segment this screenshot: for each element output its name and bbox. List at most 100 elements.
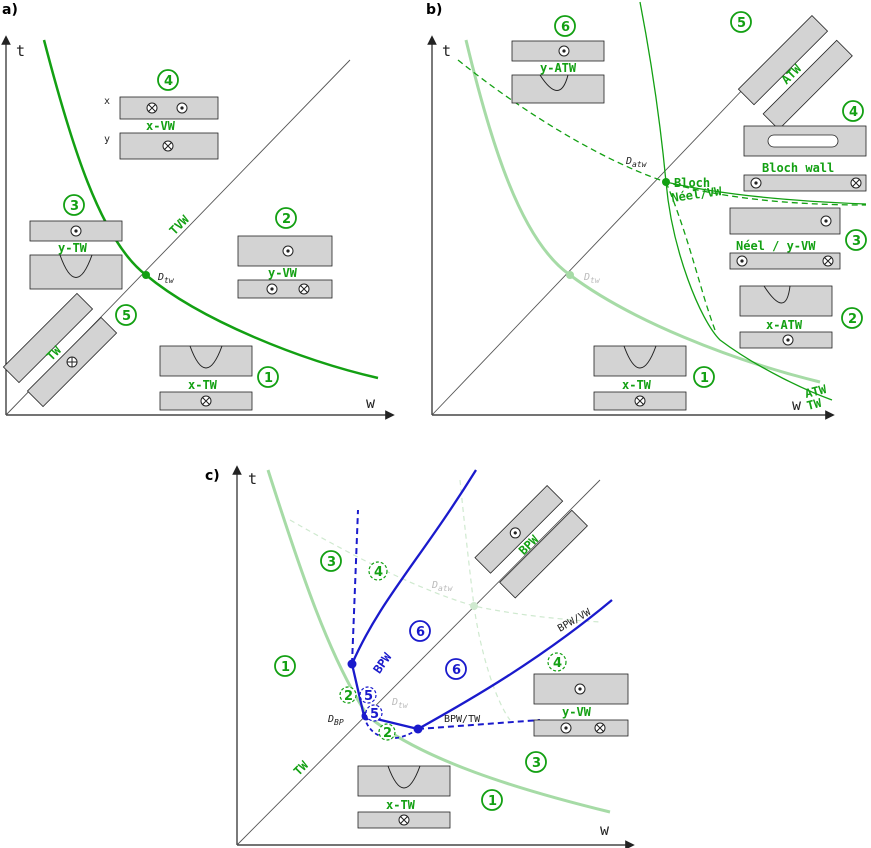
region-5-b: 5 ATW: [730, 11, 853, 131]
svg-text:5: 5: [122, 309, 131, 324]
svg-text:2: 2: [848, 312, 857, 327]
svg-text:3: 3: [327, 555, 336, 570]
tw-curve-label: TW: [805, 396, 823, 413]
svg-text:y-ATW: y-ATW: [540, 61, 577, 75]
panel-c: c) t w Datw Dtw DBP BPW/VW BPW/TW BPW TW…: [205, 465, 635, 848]
svg-text:x-VW: x-VW: [146, 119, 176, 133]
t-axis-label-b: t: [442, 42, 451, 60]
svg-text:Bloch wall: Bloch wall: [762, 161, 834, 175]
svg-text:6: 6: [561, 20, 570, 35]
dtw-label: Dtw: [157, 272, 175, 285]
region-6-c-lower: 6: [445, 658, 467, 680]
bpw-curve-label: BPW: [370, 650, 394, 676]
bloch-curve-label: Bloch: [674, 176, 710, 190]
t-axis-label: t: [16, 42, 25, 60]
t-axis-label-c: t: [248, 470, 257, 488]
atw-curve: [639, 1, 833, 401]
svg-text:3: 3: [532, 756, 541, 771]
svg-text:4: 4: [164, 74, 173, 89]
datw-point: [662, 178, 670, 186]
diagonal-line-c: [236, 479, 601, 846]
region-5-c-small-a: 5: [359, 686, 377, 704]
svg-text:4: 4: [553, 656, 562, 671]
region-2-c-small: 2: [339, 686, 357, 704]
svg-text:2: 2: [383, 726, 392, 741]
region-4-c-faded-top: 4: [368, 561, 388, 581]
svg-text:5: 5: [370, 707, 379, 722]
svg-text:1: 1: [488, 794, 497, 809]
svg-text:5: 5: [737, 16, 746, 31]
svg-text:x-ATW: x-ATW: [766, 318, 803, 332]
bpw-tw-label: BPW/TW: [444, 714, 481, 725]
y-vw-inset-c: y-VW: [533, 673, 629, 737]
region-1-c-left: 1: [274, 655, 296, 677]
faded-dtw-label-c: Dtw: [391, 697, 409, 710]
svg-text:1: 1: [264, 371, 273, 386]
region-3-a: 3 y-TW: [29, 194, 123, 290]
faded-bloch-curve-c: [289, 519, 601, 623]
dbp-label: DBP: [327, 714, 344, 727]
region-4-a: 4 x-VW: [119, 69, 219, 160]
region-3-c-top: 3: [320, 550, 342, 572]
coord-x-a4: x: [104, 96, 110, 107]
bpw-vw-curve: [417, 599, 613, 731]
datw-label: Datw: [625, 156, 648, 169]
bpw-upper-curve: [350, 469, 477, 665]
panel-b-label: b): [426, 2, 442, 18]
atw-curve-label: ATW: [803, 382, 828, 401]
region-1-c-bottom: 1: [481, 789, 503, 811]
faded-datw-point: [470, 602, 478, 610]
coord-y-a4: y: [104, 134, 110, 145]
region-2-c-small-b: 2: [378, 723, 396, 741]
svg-text:2: 2: [282, 212, 291, 227]
bloch-curve: [665, 181, 867, 205]
svg-text:x-TW: x-TW: [622, 378, 652, 392]
faded-atw-curve-c: [459, 479, 511, 721]
svg-text:3: 3: [852, 234, 861, 249]
region-2-b: 2 x-ATW: [739, 285, 863, 349]
region-6-c-upper: 6: [409, 620, 431, 642]
svg-text:Néel / y-VW: Néel / y-VW: [736, 239, 816, 253]
svg-text:1: 1: [281, 660, 290, 675]
panel-b: b) t w Dtw Datw Bloch Néel/VW ATW TW 6 y…: [426, 1, 867, 420]
region-3-b: 3 Néel / y-VW: [729, 207, 867, 270]
bpw-node-right: [413, 724, 423, 734]
x-tw-inset-c: x-TW: [357, 765, 451, 829]
svg-text:4: 4: [849, 105, 858, 120]
bpw-inset: BPW: [474, 484, 588, 599]
region-4-c-faded-right: 4: [547, 652, 567, 672]
w-axis-label: w: [366, 394, 376, 412]
w-axis-label-c: w: [600, 821, 610, 839]
region-1-a: 1 x-TW: [159, 345, 279, 411]
svg-text:y-VW: y-VW: [562, 705, 592, 719]
svg-text:y-TW: y-TW: [58, 241, 88, 255]
region-2-a: 2 y-VW: [237, 207, 333, 299]
dtw-point: [142, 271, 150, 279]
faded-datw-label: Datw: [431, 580, 454, 593]
w-axis-label-b: w: [792, 396, 802, 414]
region-5-c-small-b: 5: [365, 704, 383, 722]
region-5-a: 5 TW: [2, 292, 137, 408]
tw-label-c: TW: [291, 758, 312, 779]
faded-dtw-label: Dtw: [583, 272, 601, 285]
diagonal-line-b: [431, 39, 791, 416]
svg-text:5: 5: [364, 689, 373, 704]
svg-text:4: 4: [374, 565, 383, 580]
region-3-c-right: 3: [525, 751, 547, 773]
panel-a-label: a): [2, 2, 18, 18]
region-1-b: 1 x-TW: [593, 345, 715, 411]
faded-dtw-point: [566, 271, 574, 279]
svg-text:2: 2: [344, 689, 353, 704]
svg-text:3: 3: [70, 199, 79, 214]
panel-c-label: c): [205, 468, 220, 484]
svg-text:1: 1: [700, 371, 709, 386]
svg-text:y-VW: y-VW: [268, 266, 298, 280]
neel-curve-dashed: [665, 181, 716, 331]
bpw-tw-dashed: [417, 719, 541, 730]
bpw-dashed-upper: [351, 509, 359, 665]
svg-text:x-TW: x-TW: [386, 798, 416, 812]
region-4-b: 4 Bloch wall: [743, 100, 867, 192]
svg-text:6: 6: [452, 663, 461, 678]
region-6-b: 6 y-ATW: [511, 15, 605, 104]
